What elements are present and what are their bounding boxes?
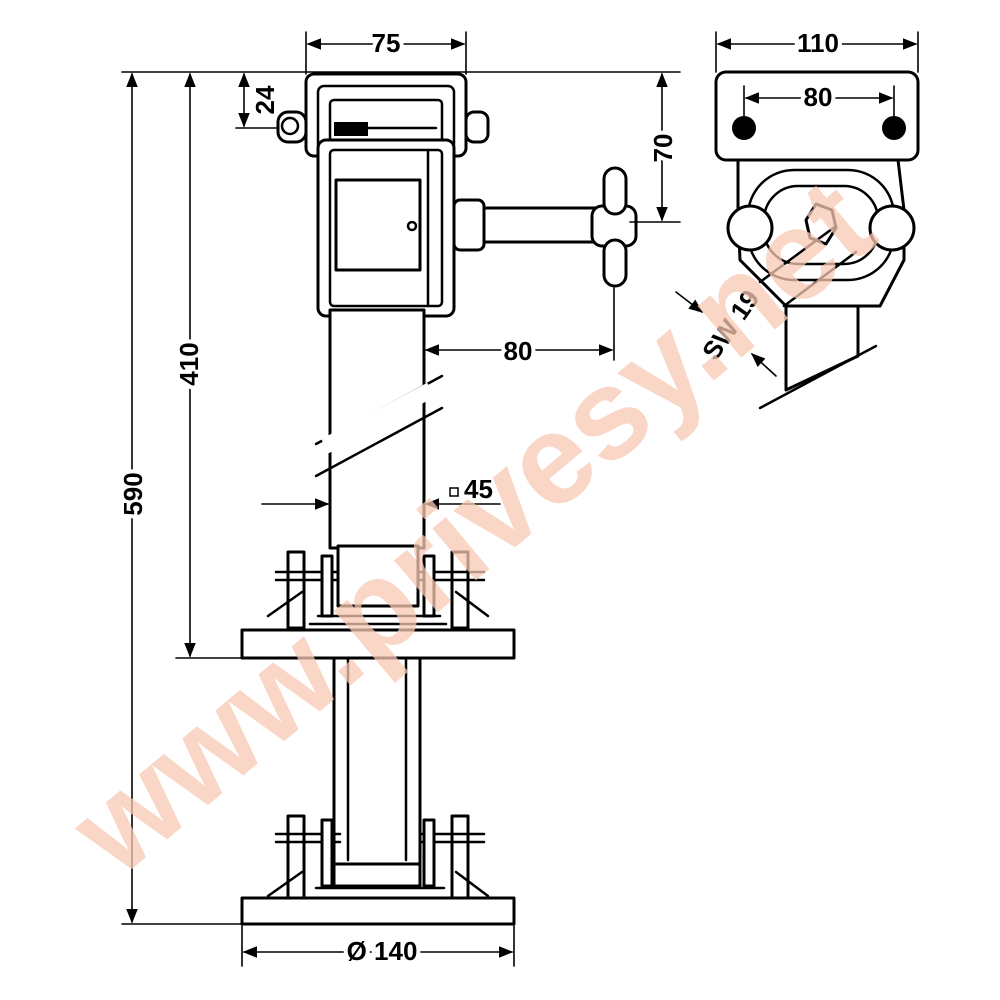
detail-knob-left	[726, 204, 774, 252]
dim-foot-diameter: Ø 140	[347, 936, 418, 966]
gearbox-inner	[328, 148, 444, 308]
dim-hole-spacing: 80	[804, 82, 833, 112]
crank-handle-bottom	[602, 238, 628, 288]
foot-bracket	[266, 814, 490, 900]
dim-tube-section: 45	[464, 474, 493, 504]
dim-clamp-height: 24	[250, 85, 280, 114]
square-section-icon	[449, 487, 459, 497]
dim-flange-width: 110	[797, 28, 839, 58]
upper-mount-bracket	[266, 544, 490, 630]
clamp-bolt-left	[276, 110, 308, 144]
clamp-plate	[334, 122, 368, 136]
dim-retracted-height: 410	[174, 342, 204, 385]
jack-detail-view	[714, 70, 920, 410]
detail-knob-right	[868, 204, 916, 252]
crank-shaft	[482, 206, 598, 244]
hex-nut	[804, 202, 838, 246]
mount-hole-left	[732, 116, 756, 140]
crank-hub	[452, 198, 486, 252]
gear-block	[334, 178, 422, 272]
dimension-lines	[121, 31, 919, 967]
clamp-bolt-right	[464, 110, 490, 144]
dim-crank-offset: 80	[504, 336, 533, 366]
mount-hole-right	[882, 116, 906, 140]
break-line-2	[314, 406, 444, 478]
dim-wrench-line-1	[675, 291, 704, 313]
dim-wrench-line-2	[750, 353, 777, 377]
watermark-text: www.privesy.net	[44, 152, 900, 902]
mount-plate	[240, 628, 516, 660]
jack-side-view	[240, 72, 638, 926]
dim-crank-height: 70	[648, 134, 678, 163]
crank-handle-top	[602, 166, 628, 216]
dim-total-height: 590	[118, 472, 148, 515]
foot-plate	[240, 896, 516, 926]
dim-top-width: 75	[372, 28, 401, 58]
